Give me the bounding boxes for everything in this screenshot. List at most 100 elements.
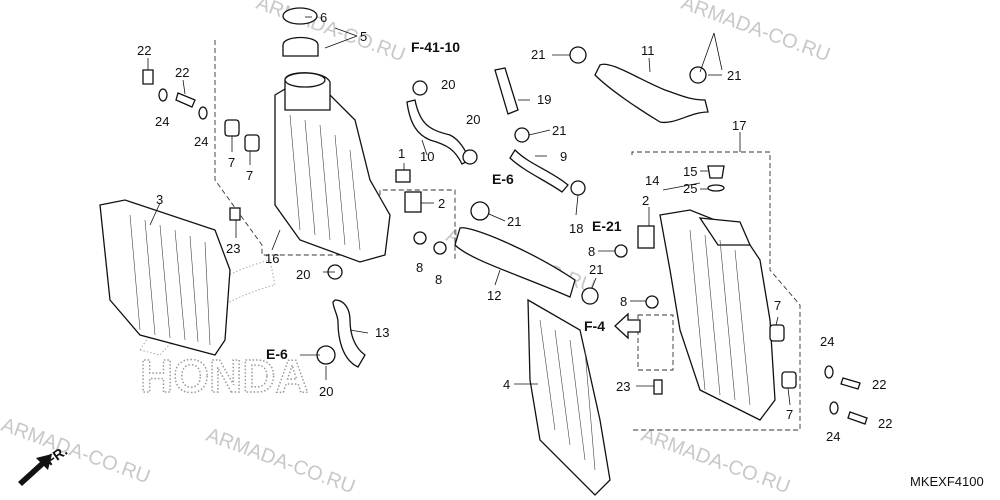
part-number: 7 (246, 168, 253, 183)
part-number: 8 (435, 272, 442, 287)
clip-23 (653, 379, 663, 395)
honda-logo: HONDA (140, 350, 309, 402)
part-number: 21 (589, 262, 603, 277)
diagram-code: MKEXF4100 (910, 474, 984, 489)
part-number: 19 (537, 92, 551, 107)
part-number: 24 (826, 429, 840, 444)
bolt-22 (840, 377, 861, 390)
clip-1 (395, 169, 411, 183)
clamp (514, 127, 530, 143)
part-number: 16 (265, 251, 279, 266)
clamp (581, 287, 599, 305)
f4-arrow (614, 312, 641, 340)
clamp (462, 149, 478, 165)
bolt-22 (142, 69, 154, 85)
part-number: 22 (872, 377, 886, 392)
front-arrow (18, 454, 52, 486)
bolt-8 (433, 241, 447, 255)
part-number: 24 (155, 114, 169, 129)
clip-23 (229, 207, 241, 221)
part-number: 4 (503, 377, 510, 392)
part-number: 15 (683, 164, 697, 179)
part-number: 20 (441, 77, 455, 92)
part-number: 21 (727, 68, 741, 83)
cap-15 (707, 165, 725, 179)
right-group-box (631, 151, 801, 431)
hose-19 (494, 67, 519, 115)
washer-24 (198, 106, 208, 120)
part-number: 25 (683, 181, 697, 196)
leader-lines (147, 16, 791, 406)
part-number: 23 (226, 241, 240, 256)
clamp (470, 201, 490, 221)
bolt-22 (175, 92, 196, 108)
part-number: 8 (620, 294, 627, 309)
bolt-8 (614, 244, 628, 258)
part-number: 8 (416, 260, 423, 275)
ref-f4: F-4 (584, 318, 605, 334)
bolt-8 (413, 231, 427, 245)
part-number: 20 (319, 384, 333, 399)
part-number: 5 (360, 29, 367, 44)
grommet (781, 371, 797, 389)
part-number: 11 (641, 43, 655, 58)
ref-e21: E-21 (592, 218, 622, 234)
rubber-2 (637, 225, 655, 249)
right-radiator (659, 209, 776, 421)
gasket-25 (707, 184, 725, 192)
part-number: 9 (560, 149, 567, 164)
washer-24 (824, 365, 834, 379)
part-number: 12 (487, 288, 501, 303)
part-number: 21 (552, 123, 566, 138)
left-group-box (214, 40, 456, 260)
part-number: 13 (375, 325, 389, 340)
watermark: ARMADA-CO.RU (678, 0, 833, 66)
watermark: ARMADA-CO.RU (253, 0, 408, 66)
part-labels: 1 2 2 3 4 5 6 7 7 7 7 8 8 8 8 9 10 11 12… (137, 10, 892, 444)
part-number: 22 (137, 43, 151, 58)
ref-f41-10: F-41-10 (411, 39, 460, 55)
left-shroud (99, 199, 231, 356)
part-number: 21 (531, 47, 545, 62)
grommet (224, 119, 240, 137)
hose-12 (454, 227, 576, 298)
part-number: 22 (175, 65, 189, 80)
part-number: 6 (320, 10, 327, 25)
part-number: 2 (642, 193, 649, 208)
grommet (244, 134, 260, 152)
part-number: 14 (645, 173, 659, 188)
washer-24 (829, 401, 839, 415)
part-number: 17 (732, 118, 746, 133)
radiator-cap (282, 36, 319, 57)
watermark: ARMADA-CO.RU (638, 424, 793, 498)
clamp (412, 80, 428, 96)
grommet (769, 324, 785, 342)
watermark: ARMADA-CO.RU (0, 414, 153, 488)
watermark: ARMADA-CO.RU (203, 424, 358, 498)
part-number: 3 (156, 192, 163, 207)
hose-9 (509, 148, 569, 193)
rubber-2 (404, 191, 422, 213)
part-number: 20 (296, 267, 310, 282)
part-number: 7 (786, 407, 793, 422)
clamp (689, 66, 707, 84)
clamp (569, 46, 587, 64)
left-radiator (274, 72, 391, 263)
part-number: 23 (616, 379, 630, 394)
part-number: 7 (774, 298, 781, 313)
part-number: 24 (820, 334, 834, 349)
ref-e6-top: E-6 (492, 171, 514, 187)
part-number: 21 (507, 214, 521, 229)
bolt-group-box (637, 314, 674, 371)
part-number: 20 (466, 112, 480, 127)
part-number: 18 (569, 221, 583, 236)
washer-24 (158, 88, 168, 102)
part-number: 1 (398, 146, 405, 161)
part-number: 2 (438, 196, 445, 211)
lower-guard (527, 298, 611, 496)
bolt-8 (645, 295, 659, 309)
part-number: 22 (878, 416, 892, 431)
part-number: 7 (228, 155, 235, 170)
part-number: 8 (588, 244, 595, 259)
ref-e6-bottom: E-6 (266, 346, 288, 362)
